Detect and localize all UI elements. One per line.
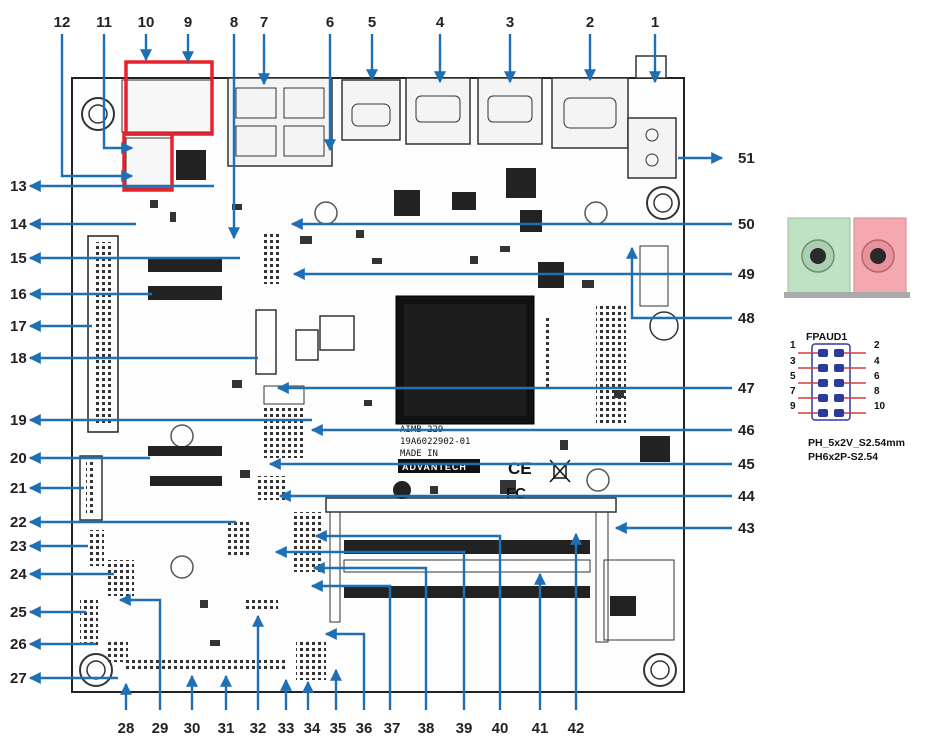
callout-5: 5 <box>368 14 376 31</box>
callout-49: 49 <box>738 266 755 283</box>
callout-37: 37 <box>384 720 401 737</box>
pin-label-10: 10 <box>874 401 886 412</box>
callout-numbers: 1 2 3 4 5 6 7 8 9 10 11 12 13 14 15 16 1… <box>10 14 755 737</box>
pin-label-9: 9 <box>790 401 796 412</box>
callout-6: 6 <box>326 14 334 31</box>
ce-mark: CE <box>508 459 532 478</box>
callout-43: 43 <box>738 520 755 537</box>
header-spec-1: PH_5x2V_S2.54mm <box>808 437 905 449</box>
callout-13: 13 <box>10 178 27 195</box>
callout-51: 51 <box>738 150 755 167</box>
fpaud1-header-detail: FPAUD1 1 2 <box>790 331 905 463</box>
callout-23: 23 <box>10 538 27 555</box>
callout-30: 30 <box>184 720 201 737</box>
pcb-board <box>71 55 685 693</box>
highlight-box-power <box>122 132 174 192</box>
brand-plate <box>398 459 480 473</box>
pin-label-6: 6 <box>874 371 880 382</box>
callout-arrows <box>28 34 732 710</box>
callout-22: 22 <box>10 514 27 531</box>
callout-32: 32 <box>250 720 267 737</box>
callout-18: 18 <box>10 350 27 367</box>
callout-21: 21 <box>10 480 27 497</box>
callout-46: 46 <box>738 422 755 439</box>
callout-10: 10 <box>138 14 155 31</box>
pin-label-3: 3 <box>790 356 796 367</box>
pin-label-2: 2 <box>874 340 880 351</box>
callout-3: 3 <box>506 14 514 31</box>
callout-16: 16 <box>10 286 27 303</box>
callout-12: 12 <box>54 14 71 31</box>
callout-1: 1 <box>651 14 659 31</box>
callout-34: 34 <box>304 720 321 737</box>
silk-made-in: MADE IN <box>400 449 438 459</box>
callout-25: 25 <box>10 604 27 621</box>
callout-8: 8 <box>230 14 238 31</box>
callout-50: 50 <box>738 216 755 233</box>
pin-label-4: 4 <box>874 356 880 367</box>
callout-19: 19 <box>10 412 27 429</box>
callout-26: 26 <box>10 636 27 653</box>
callout-7: 7 <box>260 14 268 31</box>
pin-label-8: 8 <box>874 386 880 397</box>
pin-label-7: 7 <box>790 386 796 397</box>
callout-39: 39 <box>456 720 473 737</box>
callout-15: 15 <box>10 250 27 267</box>
header-spec-2: PH6x2P-S2.54 <box>808 451 878 463</box>
callout-2: 2 <box>586 14 594 31</box>
header-title: FPAUD1 <box>806 331 847 343</box>
callout-47: 47 <box>738 380 755 397</box>
callout-40: 40 <box>492 720 509 737</box>
callout-42: 42 <box>568 720 585 737</box>
callout-4: 4 <box>436 14 445 31</box>
callout-38: 38 <box>418 720 435 737</box>
callout-35: 35 <box>330 720 347 737</box>
callout-28: 28 <box>118 720 135 737</box>
callout-24: 24 <box>10 566 27 583</box>
audio-jack-detail <box>784 217 910 298</box>
fcc-mark: FC <box>506 485 526 502</box>
callout-44: 44 <box>738 488 755 505</box>
pin-label-5: 5 <box>790 371 796 382</box>
callout-14: 14 <box>10 216 27 233</box>
callout-11: 11 <box>96 14 112 31</box>
callout-41: 41 <box>532 720 549 737</box>
callout-33: 33 <box>278 720 295 737</box>
silk-brand: ADVANTECH <box>402 462 467 472</box>
silk-part-number: 19A6022902-01 <box>400 437 470 447</box>
callout-45: 45 <box>738 456 755 473</box>
callout-48: 48 <box>738 310 755 327</box>
callout-36: 36 <box>356 720 373 737</box>
callout-20: 20 <box>10 450 27 467</box>
callout-9: 9 <box>184 14 192 31</box>
callout-29: 29 <box>152 720 169 737</box>
pin-label-1: 1 <box>790 340 796 351</box>
callout-31: 31 <box>218 720 235 737</box>
callout-27: 27 <box>10 670 27 687</box>
callout-17: 17 <box>10 318 27 335</box>
